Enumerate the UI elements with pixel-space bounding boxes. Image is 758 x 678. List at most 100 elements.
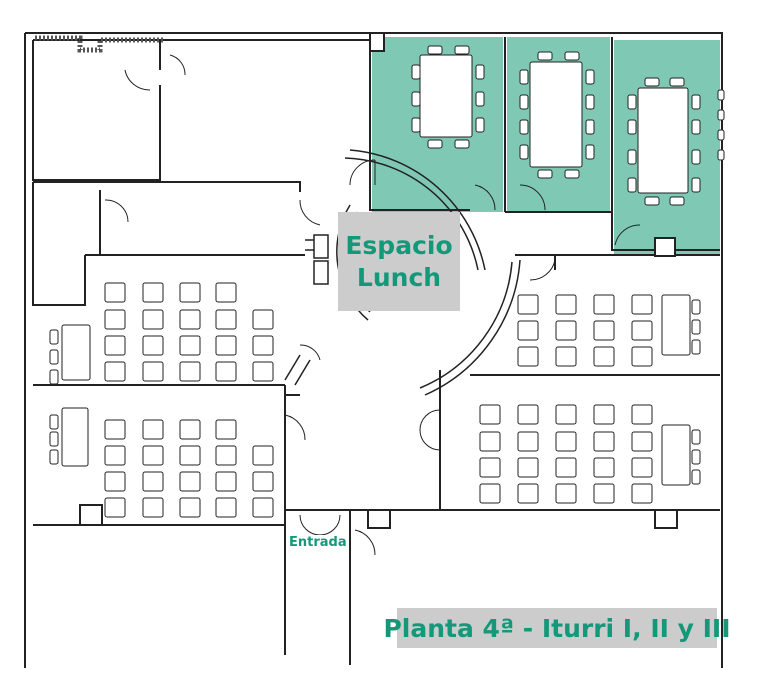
chair bbox=[593, 346, 615, 367]
chair bbox=[179, 419, 201, 440]
chair bbox=[691, 339, 701, 355]
chair bbox=[49, 414, 59, 430]
chair bbox=[215, 282, 237, 303]
window bbox=[717, 129, 725, 141]
furniture bbox=[49, 45, 725, 518]
chair bbox=[593, 431, 615, 452]
chair bbox=[555, 431, 577, 452]
chair bbox=[142, 419, 164, 440]
window bbox=[717, 109, 725, 121]
chair bbox=[104, 282, 126, 303]
chair bbox=[411, 91, 421, 107]
chair bbox=[475, 117, 485, 133]
chair bbox=[104, 471, 126, 492]
lunch-area-label: Espacio Lunch bbox=[338, 212, 460, 311]
chair bbox=[631, 483, 653, 504]
lunch-label-line1: Espacio bbox=[345, 230, 453, 260]
chair bbox=[691, 469, 701, 485]
chair bbox=[691, 429, 701, 445]
chair bbox=[691, 177, 701, 193]
chair bbox=[104, 335, 126, 356]
chair bbox=[537, 169, 553, 179]
chair bbox=[252, 471, 274, 492]
chair bbox=[537, 51, 553, 61]
chair bbox=[49, 431, 59, 447]
chair bbox=[475, 91, 485, 107]
chair bbox=[627, 177, 637, 193]
table bbox=[661, 424, 691, 486]
meeting-table bbox=[419, 54, 473, 138]
chair bbox=[593, 404, 615, 425]
chair bbox=[669, 77, 685, 87]
meeting-table bbox=[637, 87, 689, 194]
chair bbox=[555, 346, 577, 367]
chair bbox=[631, 320, 653, 341]
chair bbox=[479, 431, 501, 452]
chair bbox=[215, 445, 237, 466]
chair bbox=[517, 431, 539, 452]
chair bbox=[517, 483, 539, 504]
chair bbox=[179, 445, 201, 466]
chair bbox=[215, 361, 237, 382]
chair bbox=[691, 319, 701, 335]
chair bbox=[593, 483, 615, 504]
chair bbox=[564, 51, 580, 61]
chair bbox=[555, 457, 577, 478]
chair bbox=[691, 449, 701, 465]
chair bbox=[519, 144, 529, 160]
chair bbox=[252, 497, 274, 518]
chair bbox=[593, 320, 615, 341]
chair bbox=[179, 471, 201, 492]
chair bbox=[411, 117, 421, 133]
chair bbox=[179, 361, 201, 382]
chair bbox=[631, 294, 653, 315]
chair bbox=[142, 309, 164, 330]
chair bbox=[627, 149, 637, 165]
chair bbox=[179, 335, 201, 356]
chair bbox=[585, 94, 595, 110]
chair bbox=[519, 94, 529, 110]
chair bbox=[479, 483, 501, 504]
chair bbox=[49, 349, 59, 365]
lunch-label-line2: Lunch bbox=[356, 262, 442, 292]
chair bbox=[104, 309, 126, 330]
table bbox=[661, 294, 691, 356]
chair bbox=[519, 119, 529, 135]
chair bbox=[517, 320, 539, 341]
chair bbox=[142, 497, 164, 518]
chair bbox=[104, 419, 126, 440]
chair bbox=[631, 457, 653, 478]
chair bbox=[585, 69, 595, 85]
chair bbox=[517, 294, 539, 315]
chair bbox=[644, 77, 660, 87]
chair bbox=[691, 94, 701, 110]
chair bbox=[691, 149, 701, 165]
chair bbox=[179, 497, 201, 518]
table bbox=[61, 324, 91, 381]
chair bbox=[142, 445, 164, 466]
chair bbox=[691, 299, 701, 315]
table bbox=[61, 407, 89, 467]
floor-title: Planta 4ª - Iturri I, II y III bbox=[383, 608, 731, 648]
chair bbox=[252, 361, 274, 382]
chair bbox=[555, 294, 577, 315]
chair bbox=[252, 445, 274, 466]
chair bbox=[411, 64, 421, 80]
entrance-label: Entrada bbox=[287, 535, 349, 550]
chair bbox=[179, 282, 201, 303]
chair bbox=[179, 309, 201, 330]
chair bbox=[555, 404, 577, 425]
chair bbox=[585, 119, 595, 135]
chair bbox=[669, 196, 685, 206]
chair bbox=[49, 329, 59, 345]
chair bbox=[555, 483, 577, 504]
walls bbox=[24, 32, 723, 668]
chair bbox=[104, 497, 126, 518]
chair bbox=[454, 139, 470, 149]
chair bbox=[564, 169, 580, 179]
chair bbox=[479, 457, 501, 478]
chair bbox=[555, 320, 577, 341]
chair bbox=[631, 404, 653, 425]
meeting-table bbox=[529, 61, 583, 168]
